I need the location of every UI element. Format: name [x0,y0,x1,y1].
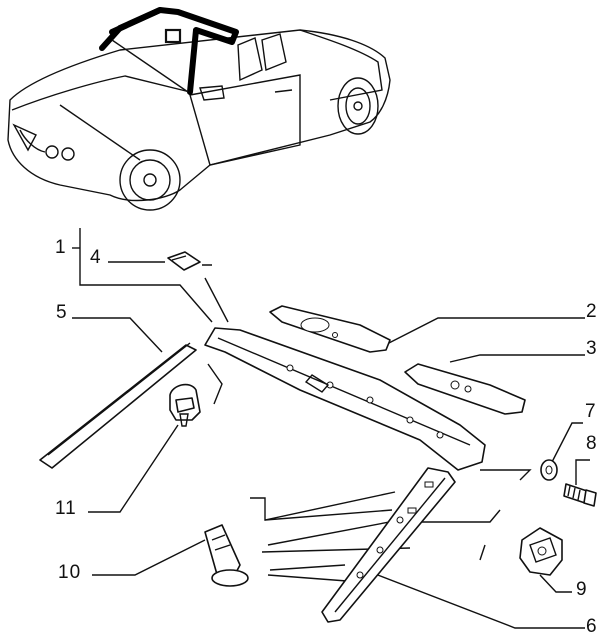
callout-6: 6 [586,616,598,637]
callout-10: 10 [58,562,82,583]
callout-1: 1 [55,237,67,258]
part-10-clip [204,524,249,587]
callout-4: 4 [90,247,102,268]
part-9-clip [519,527,563,576]
callout-5: 5 [56,302,68,323]
callout-3: 3 [586,338,598,359]
part-1-header-frame [204,327,486,471]
part-11-clip [169,383,201,427]
callout-2: 2 [586,301,598,322]
callout-7: 7 [585,401,597,422]
part-4-pad [167,251,201,271]
callout-8: 8 [586,433,598,454]
part-2-cover [269,305,391,353]
part-5-side-strip [39,344,197,469]
part-8-screw [563,483,597,507]
callout-9: 9 [576,579,588,600]
car-illustration [7,7,391,211]
callout-11: 11 [55,498,77,519]
leader-lines [72,228,590,629]
